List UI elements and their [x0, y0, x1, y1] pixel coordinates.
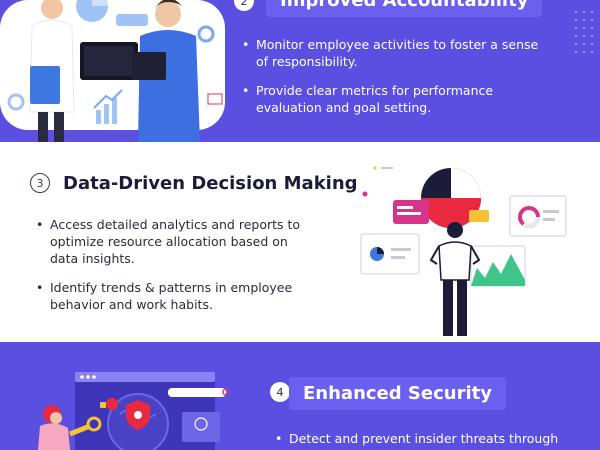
lock-icon	[106, 398, 118, 410]
analytics-dashboard-illustration	[360, 166, 567, 336]
section-number-badge: 3	[30, 173, 50, 193]
chat-bubble-icon	[116, 14, 148, 26]
teamwork-laptop-illustration	[0, 0, 225, 142]
key-icon	[86, 416, 102, 432]
section-enhanced-security: 4 Enhanced Security Detect and prevent i…	[0, 342, 600, 450]
bar-chart-icon	[93, 89, 123, 124]
section-improved-accountability: 2 Improved Accountability Monitor employ…	[0, 0, 600, 142]
section-number-badge: 4	[270, 382, 290, 402]
section-data-driven-decision: 3 Data-Driven Decision Making Access det…	[0, 142, 600, 342]
section-number-badge: 2	[234, 0, 254, 11]
bullet-list: Monitor employee activities to foster a …	[242, 36, 542, 128]
gear-icon	[7, 93, 25, 111]
mail-icon	[207, 93, 223, 105]
pie-chart-icon	[421, 168, 481, 228]
bullet-item: Identify trends & patterns in employee b…	[36, 279, 311, 313]
section-title: Enhanced Security	[289, 377, 506, 410]
search-icon	[222, 388, 230, 396]
bullet-item: Access detailed analytics and reports to…	[36, 216, 311, 267]
analyst-person-figure	[429, 222, 481, 336]
section-title: Improved Accountability	[266, 0, 543, 17]
bullet-list: Access detailed analytics and reports to…	[36, 216, 311, 325]
bullet-item: Provide clear metrics for performance ev…	[242, 82, 542, 116]
area-chart-card	[470, 245, 526, 287]
dot-grid-decoration	[574, 10, 594, 54]
bullet-list: Detect and prevent insider threats throu…	[275, 430, 595, 450]
data-card	[469, 210, 489, 222]
ring-chart-icon	[197, 25, 215, 43]
security-globe-illustration	[38, 372, 230, 450]
search-bar	[168, 388, 226, 397]
fingerprint-card	[182, 412, 220, 442]
bullet-item: Monitor employee activities to foster a …	[242, 36, 542, 70]
person-with-key-figure	[38, 405, 102, 450]
pie-chart-card	[360, 233, 420, 275]
bullet-item: Detect and prevent insider threats throu…	[275, 430, 595, 447]
section-title: Data-Driven Decision Making	[63, 173, 358, 194]
